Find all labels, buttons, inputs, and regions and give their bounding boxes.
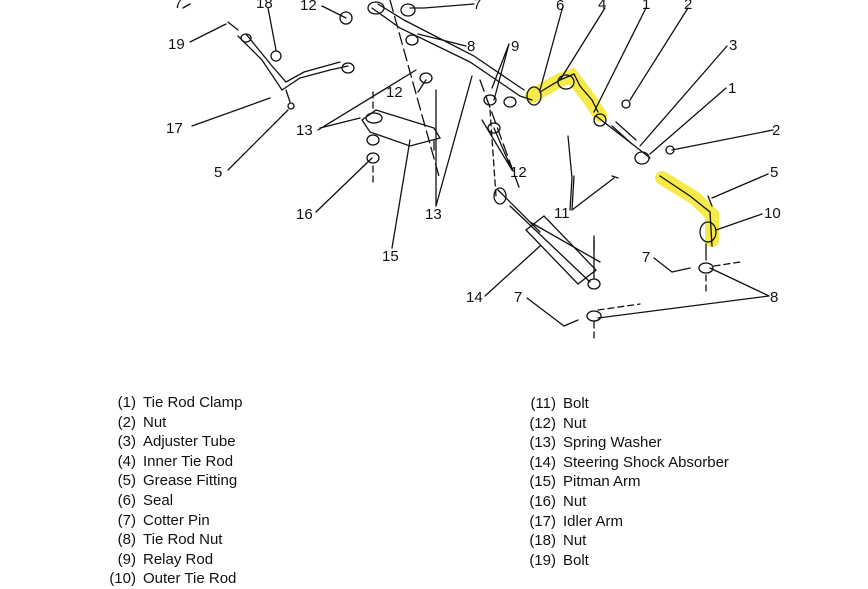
legend-label: Bolt <box>563 395 589 412</box>
legend-item: (3) Adjuster Tube <box>100 432 242 452</box>
legend-number: (8) <box>117 531 136 549</box>
callout-13: 13 <box>425 206 442 223</box>
callout-12: 12 <box>510 164 527 181</box>
legend-number: (3) <box>117 433 136 451</box>
callout-17: 17 <box>166 120 183 137</box>
callout-14: 14 <box>466 289 483 306</box>
callout-6: 6 <box>556 0 564 14</box>
callout-8: 8 <box>770 289 778 306</box>
legend-item: (17) Idler Arm <box>520 512 729 532</box>
legend-label: Spring Washer <box>563 434 662 452</box>
legend-left: (1) Tie Rod Clamp (2) Nut (3) Adjuster Tube… <box>100 393 242 589</box>
callout-12: 12 <box>300 0 317 14</box>
legend-number: (5) <box>117 472 136 490</box>
legend-item: (14) Steering Shock Absorber <box>520 453 729 473</box>
idler-arm-shape <box>237 35 349 91</box>
legend-number: (18) <box>529 532 556 550</box>
callout-15: 15 <box>382 248 399 265</box>
callout-2: 2 <box>772 122 780 139</box>
legend-item: (7) Cotter Pin <box>100 511 242 531</box>
callout-3: 3 <box>729 37 737 54</box>
legend-item: (15) Pitman Arm <box>520 472 729 492</box>
legend-number: (14) <box>529 453 556 471</box>
legend-label: Nut <box>563 492 587 510</box>
legend-number: (2) <box>117 413 136 431</box>
legend-number: (9) <box>117 550 136 568</box>
callout-11: 11 <box>554 205 570 222</box>
legend-label: Steering Shock Absorber <box>563 453 729 471</box>
legend-number: (11) <box>530 395 556 412</box>
callout-1: 1 <box>728 80 736 97</box>
legend-number: (6) <box>117 491 136 509</box>
legend-number: (16) <box>529 492 556 510</box>
outer-tie-rod-shape <box>659 175 713 247</box>
legend-item: (16) Nut <box>520 492 729 512</box>
pitman-arm-shape <box>361 109 442 147</box>
legend-label: Relay Rod <box>143 550 214 568</box>
legend-label: Pitman Arm <box>563 473 641 491</box>
legend-label: Idler Arm <box>563 512 624 530</box>
callout-10: 10 <box>764 205 781 222</box>
callout-7: 7 <box>642 249 650 266</box>
legend-item: (18) Nut <box>520 531 729 551</box>
shock-absorber-shape <box>497 189 601 283</box>
legend-item: (2) Nut <box>100 413 242 433</box>
legend-item: (6) Seal <box>100 491 242 511</box>
legend-item: (9) Relay Rod <box>100 550 242 570</box>
legend-number: (19) <box>529 551 556 569</box>
legend-item: (4) Inner Tie Rod <box>100 452 242 472</box>
legend-number: (13) <box>529 434 556 452</box>
legend-label: Bolt <box>563 551 589 569</box>
legend-item: (1) Tie Rod Clamp <box>100 393 243 413</box>
callout-18: 18 <box>256 0 273 12</box>
callout-7: 7 <box>473 0 481 13</box>
callout-4: 4 <box>598 0 606 13</box>
callout-12: 12 <box>386 84 403 101</box>
callout-1: 1 <box>642 0 650 13</box>
legend-right: (11) Bolt (12) Nut (13) Spring Washer (14) S… <box>520 394 729 570</box>
legend-item: (10) Outer Tie Rod <box>100 569 242 589</box>
legend-number: (15) <box>529 473 556 491</box>
legend-number: (4) <box>117 452 136 470</box>
legend-number: (10) <box>109 570 136 588</box>
callout-9: 9 <box>511 38 519 55</box>
callout-19: 19 <box>168 36 185 53</box>
legend-label: Tie Rod Clamp <box>143 394 243 411</box>
legend-label: Cotter Pin <box>143 511 210 529</box>
callout-7: 7 <box>174 0 182 12</box>
legend-number: (1) <box>117 394 136 411</box>
legend-label: Nut <box>563 532 587 550</box>
callout-13: 13 <box>296 122 313 139</box>
callout-5: 5 <box>214 164 222 181</box>
callout-5: 5 <box>770 164 778 181</box>
legend-item: (5) Grease Fitting <box>100 471 242 491</box>
diagram-lines <box>182 0 774 339</box>
legend-number: (7) <box>117 511 136 529</box>
legend-item: (11) Bolt <box>520 394 729 414</box>
legend-label: Seal <box>143 491 174 509</box>
legend-item: (12) Nut <box>520 414 729 434</box>
legend-item: (19) Bolt <box>520 551 729 571</box>
legend-item: (8) Tie Rod Nut <box>100 530 242 550</box>
callout-8: 8 <box>467 38 475 55</box>
legend-number: (17) <box>529 512 556 530</box>
legend-label: Nut <box>143 413 167 431</box>
legend-number: (12) <box>529 414 556 432</box>
callout-16: 16 <box>296 206 313 223</box>
legend-label: Adjuster Tube <box>143 433 236 451</box>
adjuster-tube-shape <box>595 115 651 159</box>
legend-label: Tie Rod Nut <box>143 531 223 549</box>
relay-rod <box>371 7 533 101</box>
callout-7: 7 <box>514 289 522 306</box>
legend-label: Grease Fitting <box>143 472 238 490</box>
steering-linkage-diagram: 7 18 12 7 6 4 1 2 8 9 3 1 12 2 19 13 17 … <box>166 0 781 339</box>
legend-label: Nut <box>563 414 587 432</box>
outer-tie-rod-highlight <box>655 171 719 247</box>
callout-2: 2 <box>684 0 692 13</box>
seal-shape <box>526 86 542 106</box>
legend-item: (13) Spring Washer <box>520 433 729 453</box>
legend-label: Outer Tie Rod <box>143 570 237 588</box>
legend-label: Inner Tie Rod <box>143 452 234 470</box>
callout-labels: 7 18 12 7 6 4 1 2 8 9 3 1 12 2 19 13 17 … <box>166 0 781 306</box>
